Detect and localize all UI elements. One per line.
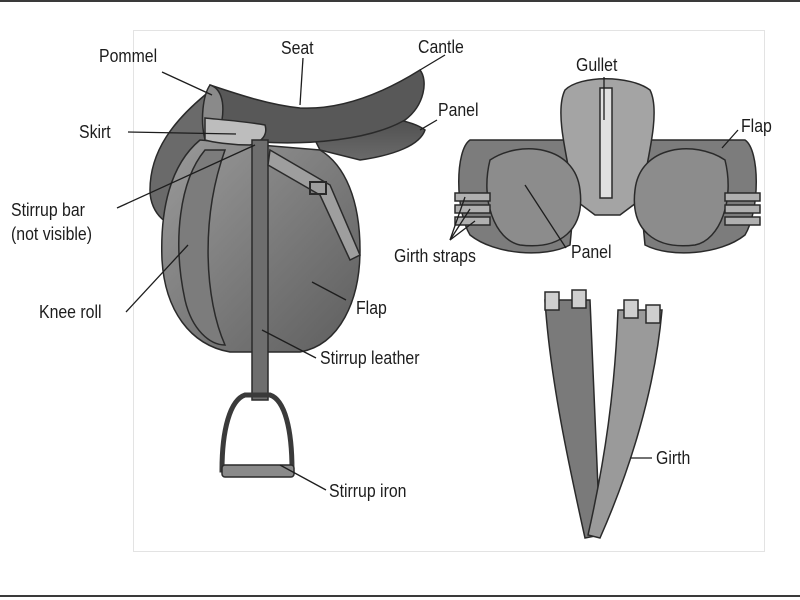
saddle-skirt — [204, 117, 267, 146]
girth-strap-left-2 — [454, 204, 491, 214]
leader-cantle — [419, 54, 446, 71]
label-skirt: Skirt — [79, 122, 111, 142]
label-stirrup-leather: Stirrup leather — [320, 348, 420, 368]
label-stirrup-iron: Stirrup iron — [329, 481, 407, 501]
girth-strap-right-2 — [724, 204, 761, 214]
girth-strap-left-3 — [454, 216, 491, 226]
saddle-side-view — [149, 69, 426, 478]
saddle-buckle — [309, 181, 327, 195]
saddle-underside-view — [454, 78, 761, 254]
girth-buckle-4 — [645, 304, 661, 324]
label-stirrup-bar: Stirrup bar (not visible) — [11, 198, 92, 246]
girth-buckle-1 — [544, 291, 560, 311]
saddle-stirrup-tread — [221, 464, 295, 478]
girth-illustration — [544, 289, 663, 539]
leader-knee-roll — [125, 244, 189, 313]
girth-strap-left-1 — [454, 192, 491, 202]
leader-skirt — [127, 131, 237, 135]
label-flap: Flap — [356, 298, 387, 318]
saddle-knee-roll — [178, 149, 227, 346]
leader-girth-straps-1 — [449, 196, 466, 241]
saddle-buckle-strap — [267, 148, 361, 262]
label-stirrup-bar-line2: (not visible) — [11, 224, 92, 244]
top-border-rule — [0, 0, 800, 2]
label-gullet: Gullet — [576, 55, 618, 75]
leader-stirrup-iron — [279, 464, 327, 491]
girth-band-left — [544, 299, 601, 539]
leader-pommel — [161, 71, 213, 96]
label-pommel: Pommel — [99, 46, 158, 66]
label-flap-underside: Flap — [741, 116, 772, 136]
label-seat: Seat — [281, 38, 314, 58]
leader-panel — [419, 119, 438, 131]
label-knee-roll: Knee roll — [39, 302, 102, 322]
saddle-stirrup-iron — [219, 392, 295, 473]
label-panel-underside: Panel — [571, 242, 612, 262]
girth-band-right — [587, 309, 663, 539]
girth-buckle-2 — [571, 289, 587, 309]
underside-panel-right — [633, 148, 729, 247]
illustration-frame — [133, 30, 765, 552]
label-stirrup-bar-line1: Stirrup bar — [11, 200, 85, 220]
leader-girth-straps-2 — [449, 208, 471, 241]
label-cantle: Cantle — [418, 37, 464, 57]
label-panel: Panel — [438, 100, 479, 120]
leader-seat — [299, 57, 304, 106]
underside-gullet-channel — [599, 87, 613, 199]
saddle-stirrup-leather — [251, 139, 269, 401]
girth-strap-right-3 — [724, 216, 761, 226]
leader-girth-straps-3 — [449, 220, 476, 241]
girth-strap-right-1 — [724, 192, 761, 202]
leader-flap-underside — [721, 129, 739, 149]
label-girth: Girth — [656, 448, 691, 468]
leader-flap — [311, 281, 347, 301]
label-girth-straps: Girth straps — [394, 246, 476, 266]
leader-panel-underside — [524, 184, 567, 249]
leader-stirrup-leather — [261, 329, 317, 359]
leader-stirrup-bar — [116, 144, 256, 209]
bottom-border-rule — [0, 595, 800, 597]
girth-buckle-3 — [623, 299, 639, 319]
leader-lines — [116, 54, 739, 491]
